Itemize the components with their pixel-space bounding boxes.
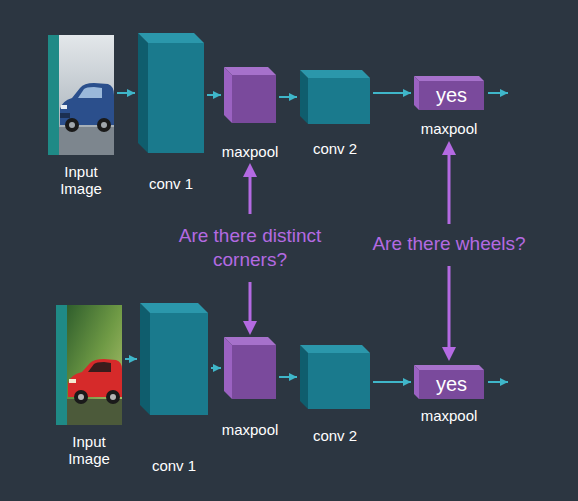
block-top <box>414 76 484 81</box>
flow-arrow <box>211 367 221 369</box>
output-text: yes <box>436 84 467 107</box>
question-arrow <box>249 170 252 214</box>
block-top <box>224 67 276 75</box>
block-front <box>148 43 204 153</box>
question-arrow <box>249 282 252 328</box>
conv-layer: conv 1 <box>140 303 208 415</box>
layer-label: conv 2 <box>313 427 357 444</box>
flow-arrow <box>125 358 137 360</box>
block-side <box>138 33 148 153</box>
block-front <box>308 78 370 124</box>
flow-arrow <box>279 376 297 378</box>
maxpool-layer: maxpool <box>224 337 276 399</box>
layer-block <box>300 345 370 409</box>
block-top <box>300 70 370 78</box>
output-arrow <box>488 381 508 383</box>
question-text: Are there wheels? <box>354 232 544 256</box>
question-text: Are there distinct corners? <box>160 224 340 272</box>
conv-layer: conv 2 <box>300 70 370 124</box>
block-front <box>419 81 484 110</box>
layer-block <box>300 70 370 124</box>
layer-label: conv 1 <box>149 175 193 192</box>
block-side <box>224 337 232 399</box>
layer-block <box>224 67 276 123</box>
flow-arrow <box>207 94 221 96</box>
output-box: yesmaxpool <box>414 76 484 110</box>
block-top <box>140 303 208 313</box>
flow-arrow <box>373 92 411 94</box>
block-side <box>300 70 308 124</box>
layer-block <box>138 33 204 153</box>
block-front <box>232 345 276 399</box>
block-front <box>308 353 370 409</box>
layer-label: maxpool <box>222 143 279 160</box>
layer-label: Input Image <box>53 163 109 198</box>
block-side <box>224 67 232 123</box>
block-side <box>300 345 308 409</box>
question-arrow <box>448 266 451 354</box>
car-picture <box>56 305 122 425</box>
block-side <box>414 365 419 399</box>
layer-label: Input Image <box>61 433 117 468</box>
output-text: yes <box>436 373 467 396</box>
input-image: Input Image <box>48 35 114 155</box>
flow-arrow <box>373 381 411 383</box>
layer-label: maxpool <box>421 120 478 137</box>
flow-arrow <box>279 96 297 98</box>
block-front <box>419 370 484 399</box>
question-arrow <box>448 148 451 224</box>
block-front <box>232 75 276 123</box>
block-top <box>224 337 276 345</box>
block-front <box>150 313 208 415</box>
layer-label: conv 2 <box>313 140 357 157</box>
output-box: yesmaxpool <box>414 365 484 399</box>
layer-block <box>224 337 276 399</box>
layer-label: conv 1 <box>152 457 196 474</box>
block-side <box>140 303 150 415</box>
flow-arrow <box>117 92 135 94</box>
layer-label: maxpool <box>421 407 478 424</box>
block-top <box>300 345 370 353</box>
block-side <box>414 76 419 110</box>
block-top <box>414 365 484 370</box>
layer-block <box>140 303 208 415</box>
conv-layer: conv 1 <box>138 33 204 153</box>
layer-label: maxpool <box>222 421 279 438</box>
maxpool-layer: maxpool <box>224 67 276 123</box>
conv-layer: conv 2 <box>300 345 370 409</box>
block-top <box>138 33 204 43</box>
output-arrow <box>488 92 508 94</box>
car-picture <box>48 35 114 155</box>
input-image: Input Image <box>56 305 122 425</box>
